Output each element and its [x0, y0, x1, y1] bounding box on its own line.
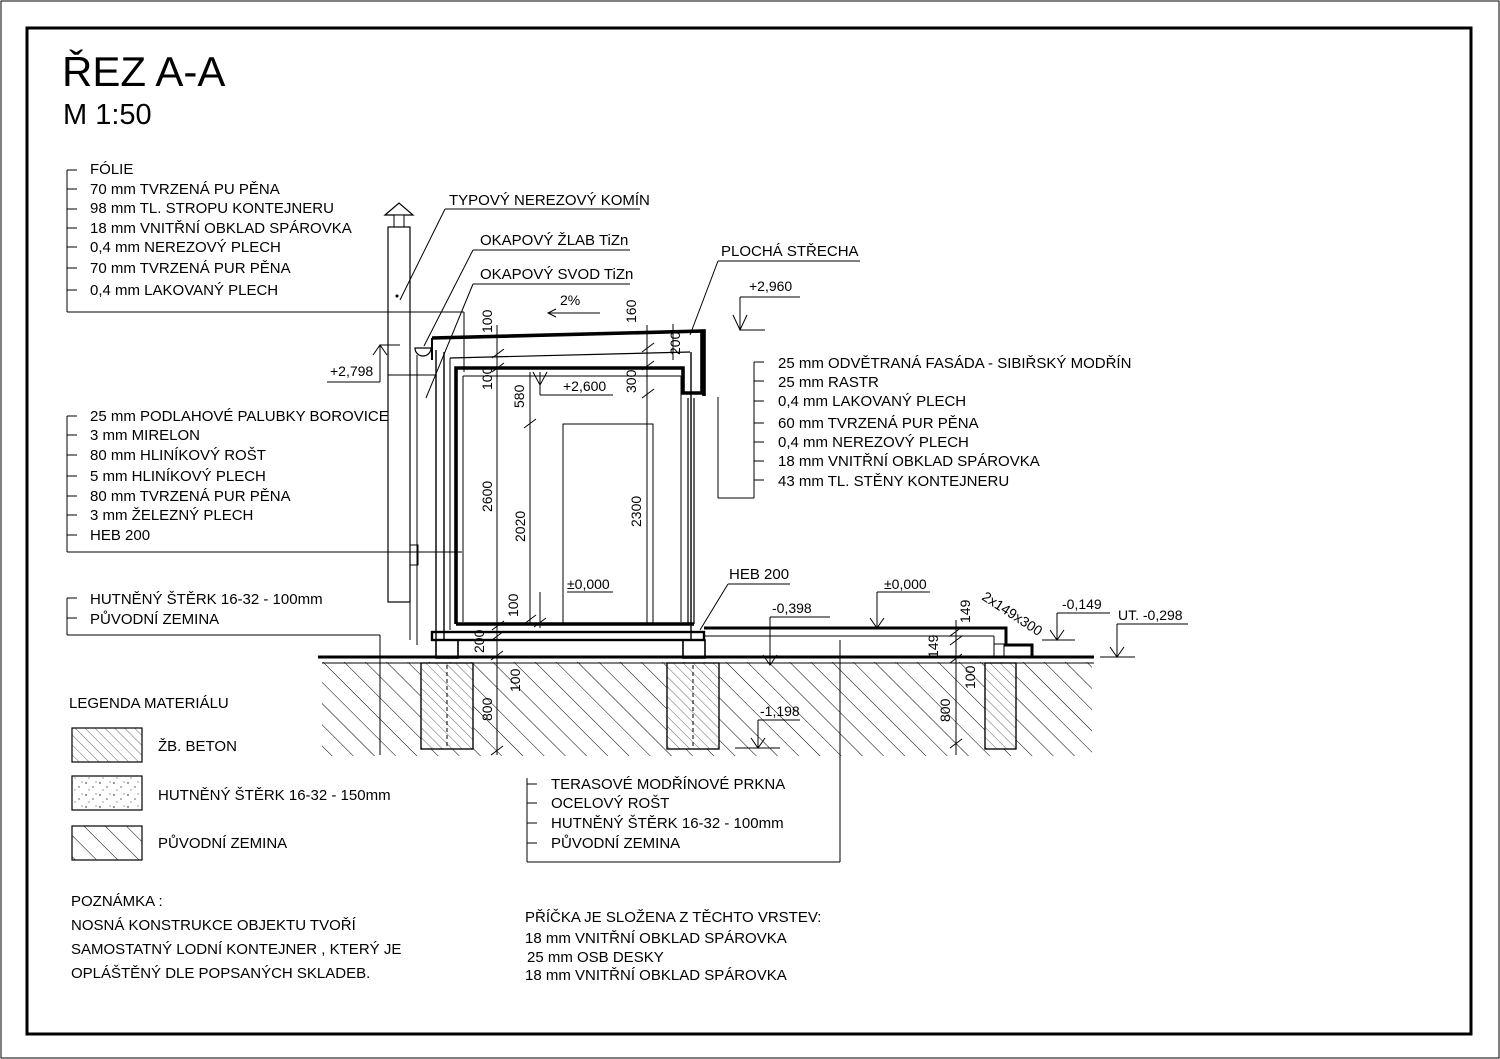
roof-layer: 98 mm TL. STROPU KONTEJNERU: [90, 200, 334, 217]
dim-roof-right-lower: 200: [667, 331, 683, 355]
roof-layer: 0,4 mm LAKOVANÝ PLECH: [90, 282, 278, 299]
level-terrain: UT. -0,298: [1118, 607, 1183, 623]
legend-label: PŮVODNÍ ZEMINA: [158, 834, 287, 852]
roof-label: PLOCHÁ STŘECHA: [721, 243, 859, 260]
dim-wall-height: 2600: [479, 481, 495, 512]
note-title: POZNÁMKA :: [71, 893, 163, 910]
dim-floor-top: 100: [505, 593, 521, 617]
legend: LEGENDA MATERIÁLU ŽB. BETON HUTNĚNÝ ŠTĚR…: [69, 695, 391, 861]
dim-ceiling-gap: 300: [623, 369, 639, 393]
gutter-label: OKAPOVÝ ŽLAB TiZn: [480, 232, 628, 249]
dim-ceiling-drop: 580: [511, 384, 527, 408]
drawing-title: ŘEZ A-A: [62, 48, 225, 95]
terrace-layer: OCELOVÝ ROŠT: [551, 795, 669, 812]
dim-door-height: 2020: [512, 511, 528, 542]
slope-label: 2%: [560, 292, 580, 308]
steps-label: 2x149x300: [979, 588, 1045, 639]
level-roof-top: +2,960: [749, 278, 792, 294]
partition-line: 25 mm OSB DESKY: [527, 949, 664, 966]
terrace-layer: PŮVODNÍ ZEMINA: [551, 834, 680, 852]
dim-room-height: 2300: [628, 496, 644, 527]
legend-label: ŽB. BETON: [158, 738, 237, 755]
level-step: -0,149: [1062, 596, 1102, 612]
dimension-lines: [490, 308, 963, 756]
floor-layer: 3 mm MIRELON: [90, 427, 200, 444]
partition-title: PŘÍČKA JE SLOŽENA Z TĚCHTO VRSTEV:: [525, 909, 821, 926]
dim-step-upper: 149: [957, 599, 973, 623]
wall-layer: 0,4 mm NEREZOVÝ PLECH: [778, 434, 969, 451]
dim-step-lower: 149: [925, 634, 941, 658]
wall-layer: 0,4 mm LAKOVANÝ PLECH: [778, 393, 966, 410]
level-eave: +2,798: [330, 363, 373, 379]
ground-layer-list: HUTNĚNÝ ŠTĚRK 16-32 - 100mm PŮVODNÍ ZEMI…: [90, 591, 323, 628]
dim-floor-beam: 200: [471, 629, 487, 653]
level-terrace-base: -0,398: [772, 600, 812, 616]
wall-layer: 25 mm ODVĚTRANÁ FASÁDA - SIBIŘSKÝ MODŘÍN: [778, 355, 1131, 372]
note-line: SAMOSTATNÝ LODNÍ KONTEJNER , KTERÝ JE: [71, 941, 401, 958]
roof-layer: 18 mm VNITŘNÍ OBKLAD SPÁROVKA: [90, 220, 352, 237]
dim-right-footing-top: 100: [962, 665, 978, 689]
chimney: [383, 202, 436, 645]
leaders: [66, 170, 860, 863]
ground: [318, 639, 1094, 756]
roof-layer: 70 mm TVRZENÁ PU PĚNA: [90, 181, 280, 198]
ground-layer: PŮVODNÍ ZEMINA: [90, 610, 219, 628]
roof-layer: 0,4 mm NEREZOVÝ PLECH: [90, 239, 281, 256]
floor-layer: HEB 200: [90, 527, 150, 544]
floor-layer: 80 mm HLINÍKOVÝ ROŠT: [90, 447, 266, 464]
level-ceiling: +2,600: [563, 378, 606, 394]
floor-layer: 80 mm TVRZENÁ PUR PĚNA: [90, 488, 291, 505]
drawing-frame: [25, 26, 1473, 1036]
dim-roof-left: 100: [479, 309, 495, 333]
drawing-scale: M 1:50: [63, 99, 152, 131]
wall-layer: 60 mm TVRZENÁ PUR PĚNA: [778, 415, 979, 432]
note: POZNÁMKA : NOSNÁ KONSTRUKCE OBJEKTU TVOŘ…: [71, 893, 401, 982]
legend-swatch-concrete: [71, 727, 143, 763]
terrace-layer: HUTNĚNÝ ŠTĚRK 16-32 - 100mm: [551, 815, 784, 832]
level-markers: [327, 296, 1188, 749]
downpipe-label: OKAPOVÝ SVOD TiZn: [480, 266, 633, 283]
level-floor: ±0,000: [567, 576, 610, 592]
terrace-layer: TERASOVÉ MODŘÍNOVÉ PRKNA: [551, 776, 785, 793]
dim-footing-depth: 800: [479, 697, 495, 721]
beam-label: HEB 200: [729, 566, 789, 583]
note-line: NOSNÁ KONSTRUKCE OBJEKTU TVOŘÍ: [71, 917, 357, 934]
partition-line: 18 mm VNITŘNÍ OBKLAD SPÁROVKA: [525, 967, 787, 984]
terrace-layer-list: TERASOVÉ MODŘÍNOVÉ PRKNA OCELOVÝ ROŠT HU…: [551, 776, 785, 852]
note-line: OPLÁŠTĚNÝ DLE POPSANÝCH SKLADEB.: [71, 965, 370, 982]
floor-layer: 5 mm HLINÍKOVÝ PLECH: [90, 468, 266, 485]
legend-label: HUTNĚNÝ ŠTĚRK 16-32 - 150mm: [158, 787, 391, 804]
partition-note: PŘÍČKA JE SLOŽENA Z TĚCHTO VRSTEV: 18 mm…: [525, 909, 821, 984]
floor-layer: 25 mm PODLAHOVÉ PALUBKY BOROVICE: [90, 408, 389, 425]
legend-title: LEGENDA MATERIÁLU: [69, 695, 229, 712]
wall-layer: 43 mm TL. STĚNY KONTEJNERU: [778, 473, 1009, 490]
legend-swatch-gravel: [71, 775, 143, 811]
wall-layer: 18 mm VNITŘNÍ OBKLAD SPÁROVKA: [778, 453, 1040, 470]
roof-layer-list: FÓLIE 70 mm TVRZENÁ PU PĚNA 98 mm TL. ST…: [90, 161, 352, 299]
level-footing: -1,198: [760, 703, 800, 719]
roof-layer: 70 mm TVRZENÁ PUR PĚNA: [90, 260, 291, 277]
dim-roof-left-lower: 100: [479, 366, 495, 390]
dim-footing-top: 100: [507, 668, 523, 692]
partition-line: 18 mm VNITŘNÍ OBKLAD SPÁROVKA: [525, 930, 787, 947]
dim-right-footing-depth: 800: [937, 698, 953, 722]
ground-layer: HUTNĚNÝ ŠTĚRK 16-32 - 100mm: [90, 591, 323, 608]
dim-roof-right: 160: [623, 299, 639, 323]
floor-layer-list: 25 mm PODLAHOVÉ PALUBKY BOROVICE 3 mm MI…: [90, 408, 389, 544]
legend-swatch-soil: [71, 825, 143, 861]
chimney-label: TYPOVÝ NEREZOVÝ KOMÍN: [449, 192, 650, 209]
level-terrace: ±0,000: [884, 576, 927, 592]
floor-layer: 3 mm ŽELEZNÝ PLECH: [90, 507, 253, 524]
container-section: [430, 329, 1034, 657]
wall-layer-list: 25 mm ODVĚTRANÁ FASÁDA - SIBIŘSKÝ MODŘÍN…: [778, 355, 1131, 490]
wall-layer: 25 mm RASTR: [778, 374, 879, 391]
roof-layer: FÓLIE: [90, 161, 133, 178]
chimney-cap-icon: [383, 202, 415, 216]
leader-ticks: [67, 169, 764, 844]
gutter-icon: [414, 347, 432, 357]
